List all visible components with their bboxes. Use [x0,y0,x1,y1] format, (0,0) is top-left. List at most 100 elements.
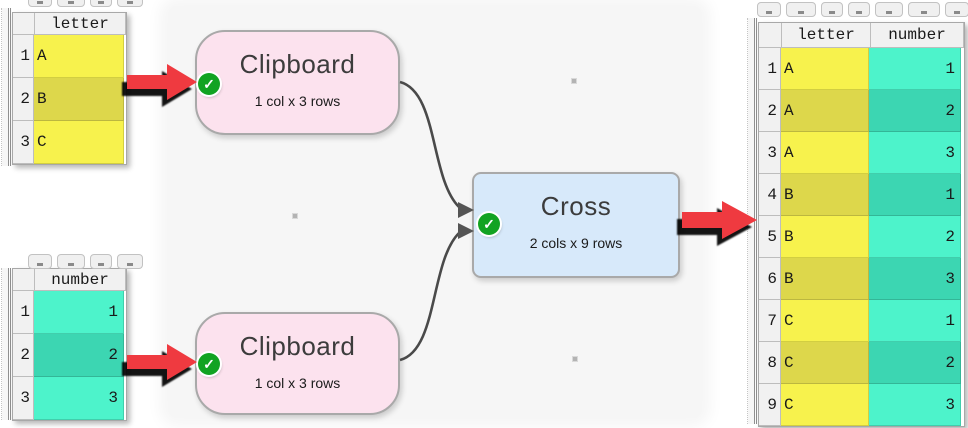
cell[interactable]: C [781,384,869,426]
cell[interactable]: 2 [869,342,961,384]
node-subtitle: 1 col x 3 rows [254,375,341,391]
cell[interactable]: B [781,174,869,216]
row-number[interactable]: 5 [759,216,781,258]
node-cross[interactable]: Cross 2 cols x 9 rows ✓ [472,172,680,278]
column-header[interactable]: number [871,23,964,48]
cell[interactable]: 3 [869,384,961,426]
success-check-icon: ✓ [198,353,220,375]
cell[interactable]: 3 [869,132,961,174]
toolbar-button[interactable] [57,254,85,269]
node-title: Clipboard [239,331,356,361]
success-check-icon: ✓ [198,73,220,95]
table-row: 9 C 3 [759,384,964,426]
toolbar-button[interactable] [875,2,903,17]
number-input-table: number 1 1 2 2 3 3 [12,268,127,421]
table-toolbar [757,2,968,17]
row-number[interactable]: 8 [759,342,781,384]
toolbar-button[interactable] [786,2,816,17]
cell[interactable]: 2 [34,334,124,377]
table-row: 6 B 3 [759,258,964,300]
cell[interactable]: B [34,78,124,121]
row-number[interactable]: 6 [759,258,781,300]
output-table: letter number 1 A 1 2 A 2 3 A 3 4 B 1 5 … [758,22,965,427]
row-number[interactable]: 1 [13,291,34,334]
column-header[interactable]: letter [35,13,126,35]
cell[interactable]: A [34,35,124,78]
table-toolbar [28,0,143,7]
node-clipboard-bottom[interactable]: Clipboard 1 col x 3 rows ✓ [195,312,400,415]
cell[interactable]: 1 [869,48,961,90]
cell[interactable]: 1 [869,300,961,342]
table-row: 3 3 [13,377,126,420]
cell[interactable]: 3 [869,258,961,300]
table-row: 1 A [13,35,126,78]
row-number[interactable]: 4 [759,174,781,216]
canvas-grid-dot [571,78,577,84]
canvas-grid-dot [292,213,298,219]
table-row: 8 C 2 [759,342,964,384]
table-row: 3 C [13,121,126,164]
toolbar-button[interactable] [90,0,112,7]
node-title: Cross [540,191,612,221]
cell[interactable]: 1 [869,174,961,216]
row-number[interactable]: 1 [759,48,781,90]
cell[interactable]: B [781,258,869,300]
toolbar-button[interactable] [945,2,968,17]
table-row: 3 A 3 [759,132,964,174]
toolbar-button[interactable] [757,2,781,17]
cell[interactable]: 1 [34,291,124,334]
table-toolbar [28,254,143,269]
row-number[interactable]: 3 [13,377,34,420]
pane-splitter[interactable] [1,268,12,420]
table-row: 7 C 1 [759,300,964,342]
toolbar-button[interactable] [117,254,143,269]
column-header[interactable]: letter [782,23,871,48]
node-subtitle: 1 col x 3 rows [254,93,341,109]
table-row: 1 1 [13,291,126,334]
corner-cell[interactable] [759,23,782,48]
cell[interactable]: B [781,216,869,258]
cell[interactable]: A [781,48,869,90]
canvas-grid-dot [572,356,578,362]
row-number[interactable]: 2 [13,334,34,377]
corner-cell[interactable] [13,13,35,35]
toolbar-button[interactable] [57,0,85,7]
table-row: 5 B 2 [759,216,964,258]
letter-input-table: letter 1 A 2 B 3 C [12,12,127,165]
cell[interactable]: A [781,90,869,132]
table-row: 1 A 1 [759,48,964,90]
row-number[interactable]: 9 [759,384,781,426]
node-clipboard-top[interactable]: Clipboard 1 col x 3 rows ✓ [195,30,400,135]
toolbar-button[interactable] [90,254,112,269]
row-number[interactable]: 3 [13,121,34,164]
pane-splitter[interactable] [1,8,12,166]
cell[interactable]: C [34,121,124,164]
cell[interactable]: 2 [869,216,961,258]
toolbar-button[interactable] [117,0,143,7]
toolbar-button[interactable] [848,2,870,17]
column-header[interactable]: number [35,269,126,291]
corner-cell[interactable] [13,269,35,291]
toolbar-button[interactable] [821,2,843,17]
row-number[interactable]: 3 [759,132,781,174]
node-subtitle: 2 cols x 9 rows [529,235,623,251]
toolbar-button[interactable] [908,2,940,17]
success-check-icon: ✓ [478,213,500,235]
cell[interactable]: 2 [869,90,961,132]
row-number[interactable]: 2 [13,78,34,121]
row-number[interactable]: 2 [759,90,781,132]
node-title: Clipboard [239,49,356,79]
toolbar-button[interactable] [28,0,52,7]
cell[interactable]: A [781,132,869,174]
cell[interactable]: 3 [34,377,124,420]
table-row: 2 A 2 [759,90,964,132]
row-number[interactable]: 1 [13,35,34,78]
table-row: 2 2 [13,334,126,377]
pane-splitter[interactable] [747,18,758,424]
cell[interactable]: C [781,300,869,342]
row-number[interactable]: 7 [759,300,781,342]
table-row: 4 B 1 [759,174,964,216]
cell[interactable]: C [781,342,869,384]
toolbar-button[interactable] [28,254,52,269]
